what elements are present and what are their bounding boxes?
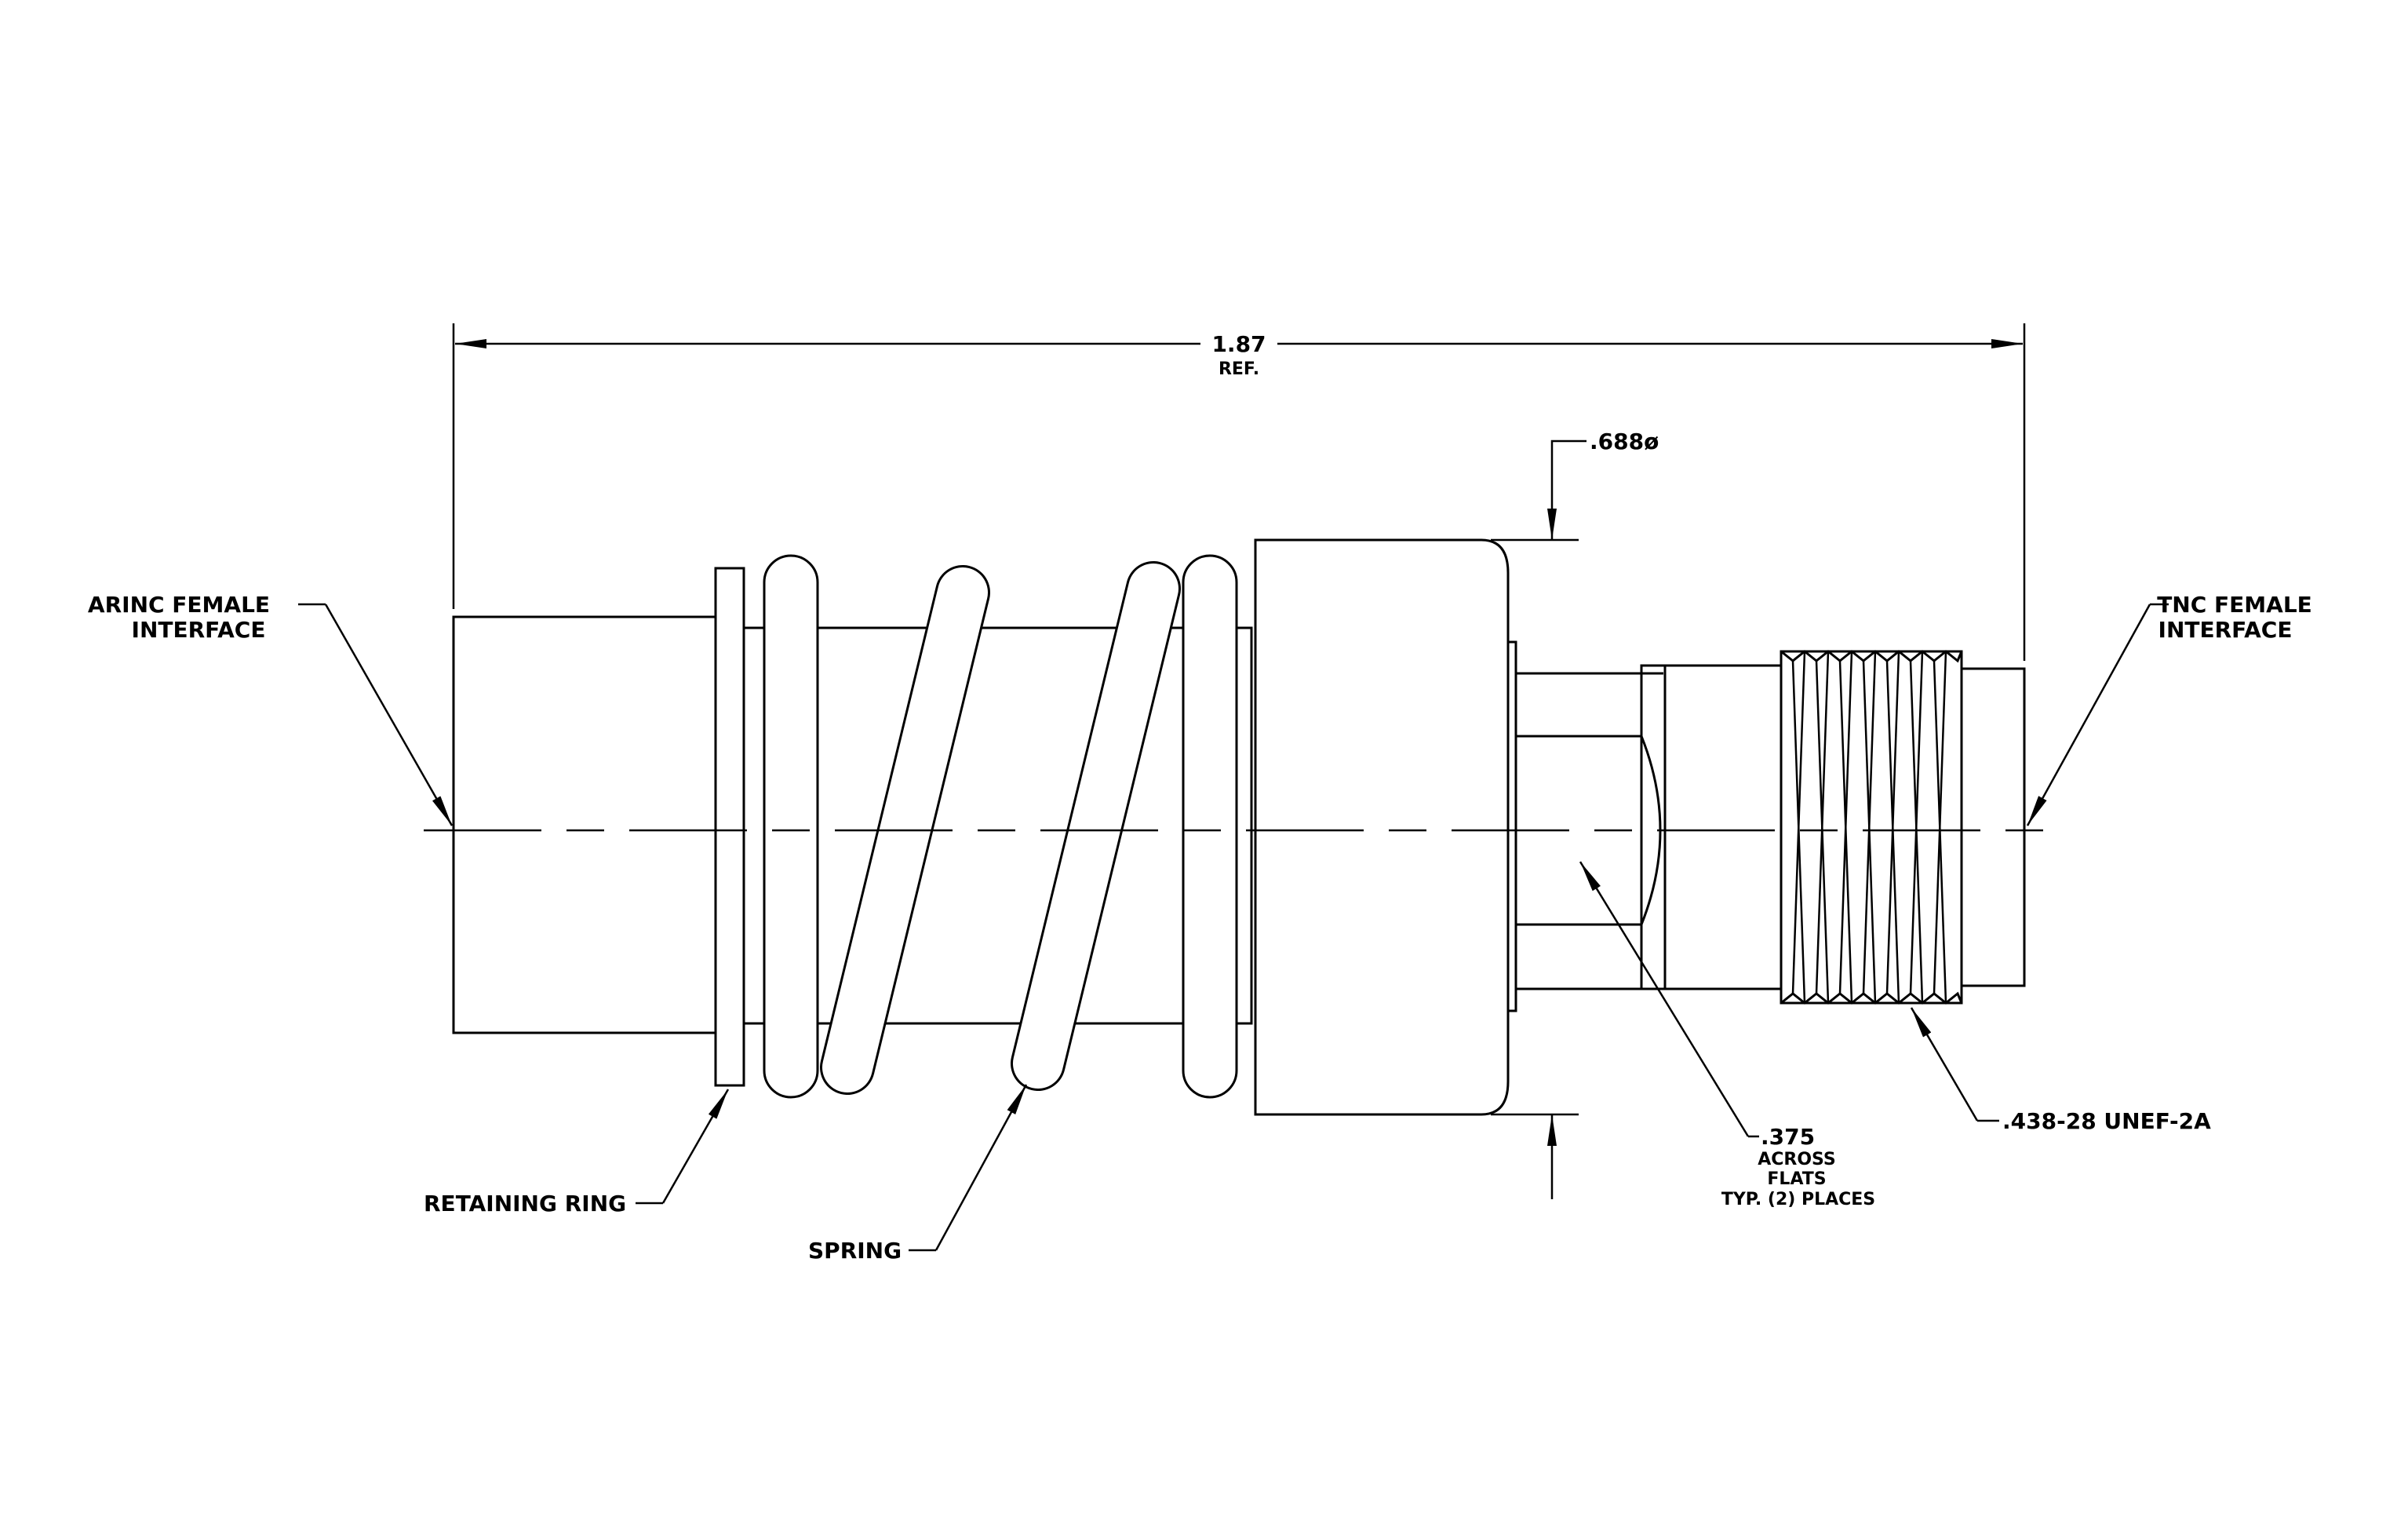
flats-label-line4: TYP. (2) PLACES bbox=[1721, 1190, 1875, 1209]
tnc-callout: TNC FEMALE INTERFACE bbox=[2026, 592, 2312, 826]
diameter-dimension: .688ø bbox=[1491, 429, 1659, 1199]
arinc-label-line2: INTERFACE bbox=[132, 617, 266, 643]
retaining-ring-label: RETAINING RING bbox=[424, 1191, 626, 1216]
overall-dim-ref: REF. bbox=[1219, 359, 1259, 379]
flats-label-line2: ACROSS bbox=[1758, 1150, 1836, 1169]
arinc-sleeve bbox=[452, 615, 718, 1034]
spring-end-coil-right bbox=[1182, 554, 1238, 1099]
connector-body bbox=[452, 567, 1253, 1087]
arinc-callout: ARINC FEMALE INTERFACE bbox=[88, 592, 454, 826]
overall-dimension: 1.87 REF. bbox=[452, 323, 2026, 661]
spring-end-coil-left bbox=[763, 554, 819, 1099]
spring[interactable] bbox=[763, 554, 1238, 1099]
retaining-ring-callout: RETAINING RING bbox=[424, 1089, 730, 1216]
flats-label-line3: FLATS bbox=[1767, 1169, 1826, 1189]
coupling-nut bbox=[1254, 538, 1517, 1116]
thread-callout: .438-28 UNEF-2A bbox=[1910, 1007, 2211, 1134]
flats-callout: .375 ACROSS FLATS TYP. (2) PLACES bbox=[1579, 861, 1875, 1209]
tnc-threads bbox=[1663, 650, 2026, 1005]
overall-dim-value: 1.87 bbox=[1211, 331, 1266, 357]
spring-callout: SPRING bbox=[808, 1084, 1028, 1264]
diameter-value: .688ø bbox=[1590, 429, 1659, 454]
arinc-label-line1: ARINC FEMALE bbox=[88, 592, 270, 618]
flats-label-line1: .375 bbox=[1761, 1124, 1815, 1150]
neck-flats bbox=[1514, 664, 1667, 990]
tnc-label-line2: INTERFACE bbox=[2158, 617, 2293, 643]
retaining-ring[interactable] bbox=[714, 567, 745, 1087]
spring-label: SPRING bbox=[808, 1238, 902, 1264]
thread-label: .438-28 UNEF-2A bbox=[2002, 1108, 2211, 1134]
tnc-label-line1: TNC FEMALE bbox=[2157, 592, 2312, 618]
